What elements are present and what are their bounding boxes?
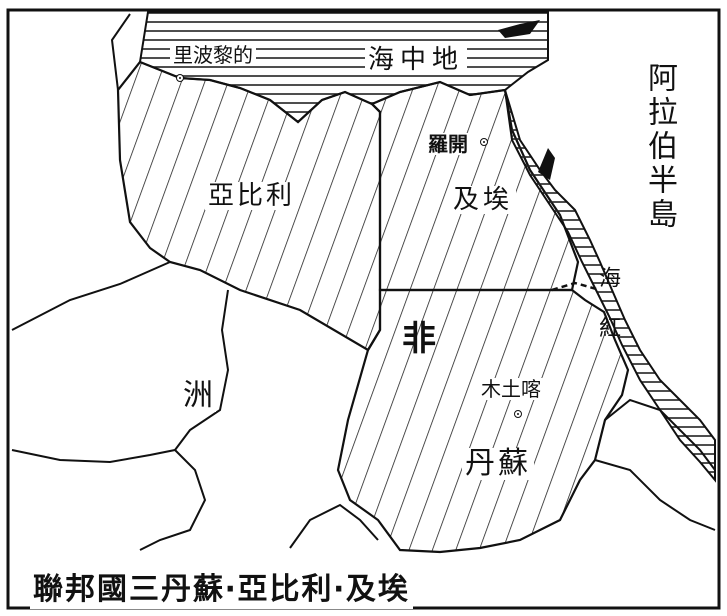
border-ethiopia <box>604 398 716 471</box>
border-west <box>110 13 131 91</box>
continent-label-bottom: 洲 <box>180 380 216 412</box>
country-label-egypt: 及埃 <box>450 186 517 214</box>
map-title: 聯邦國三丹蘇‧亞比利‧及埃 <box>30 563 413 609</box>
red-sea <box>504 89 716 483</box>
peninsula-label-arabia: 阿拉伯半島 <box>642 62 677 232</box>
city-marker-khartoum <box>514 410 522 418</box>
border-chad <box>174 289 230 451</box>
border-central <box>11 448 207 551</box>
sea-label-red: 海紅 <box>595 266 656 371</box>
country-label-sudan: 丹蘇 <box>462 448 534 480</box>
sea-label-mediterranean: 海中地 <box>365 46 468 74</box>
city-label-tripoli: 里波黎的 <box>170 44 256 66</box>
sinai-gulf <box>538 148 555 180</box>
continent-label-top: 非 <box>402 319 436 359</box>
sea-label-red-text: 海紅 <box>595 266 620 366</box>
country-label-libya: 亞比利 <box>205 182 299 210</box>
border-west-africa <box>11 261 171 331</box>
region-sudan <box>336 288 630 554</box>
border-dashed-egypt-sudan <box>551 281 601 292</box>
city-label-khartoum: 木土喀 <box>478 378 544 400</box>
city-marker-tripoli <box>176 74 184 82</box>
city-marker-cairo <box>480 138 488 146</box>
crete-island <box>498 20 540 38</box>
border-south <box>289 503 379 549</box>
border-east <box>594 459 716 531</box>
city-label-cairo: 羅開 <box>425 133 471 155</box>
